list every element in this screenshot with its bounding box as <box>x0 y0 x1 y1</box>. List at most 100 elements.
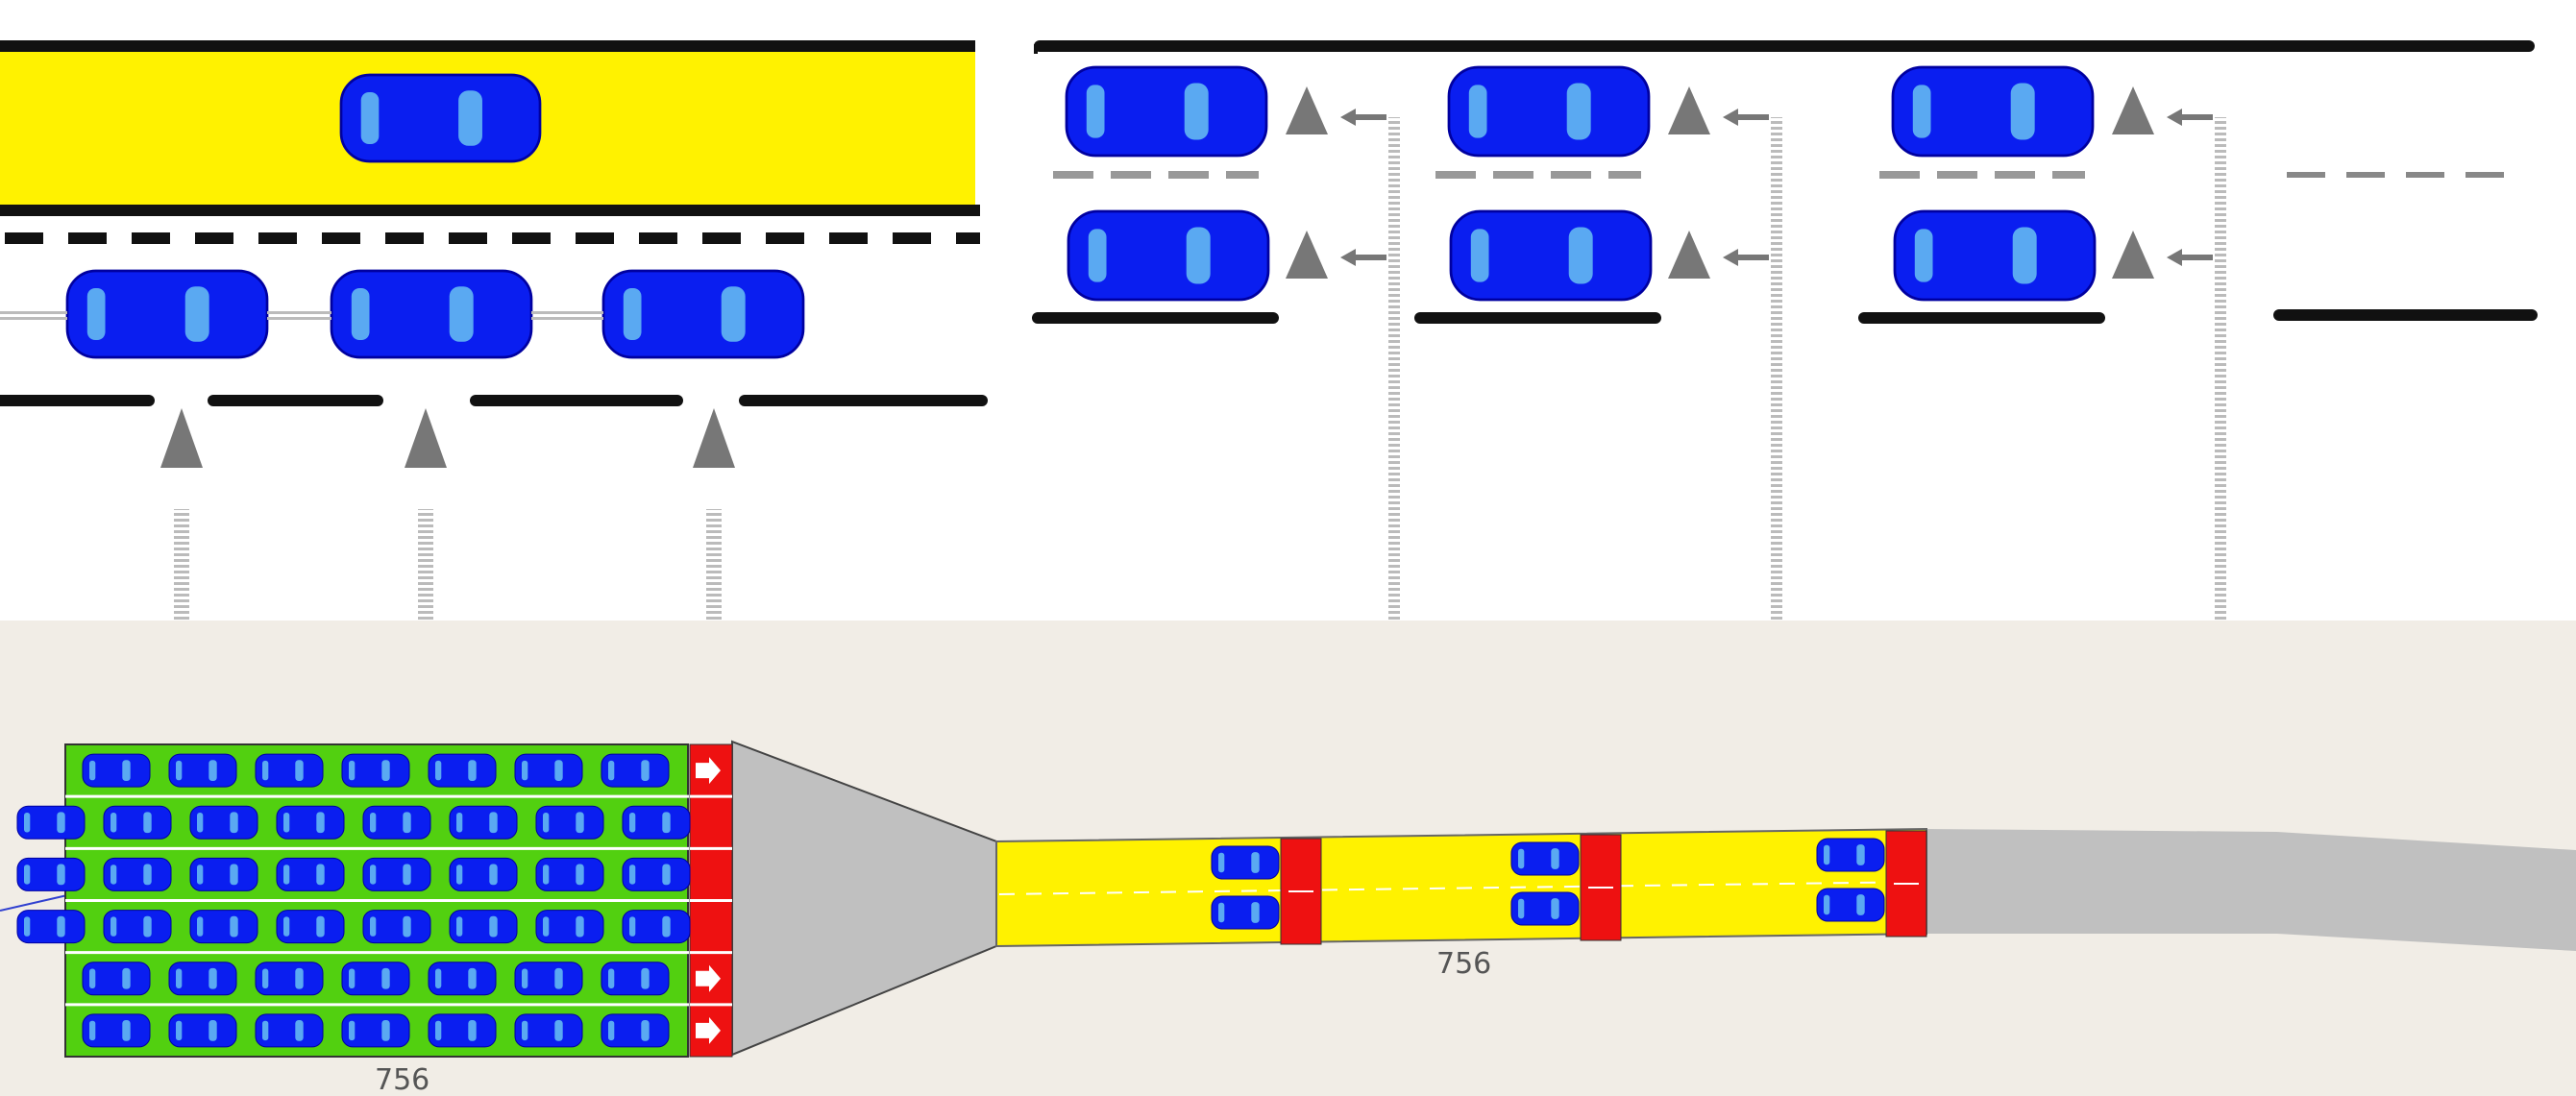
car-icon <box>601 753 670 788</box>
car-icon <box>168 1013 237 1048</box>
car-icon <box>1447 65 1651 158</box>
car-icon <box>1510 841 1580 876</box>
car-icon <box>1211 845 1280 880</box>
up-arrow-icon <box>160 408 203 468</box>
dotted-lane-guide <box>2215 117 2226 621</box>
car-icon <box>16 910 86 944</box>
toll-lane-centerline <box>998 881 1926 895</box>
car-icon <box>622 857 691 891</box>
top-left-lane-arrows <box>160 408 735 621</box>
tollbooth-pair <box>1414 65 1782 621</box>
queue-area <box>16 743 733 1058</box>
car-icon <box>535 857 604 891</box>
car-icon <box>622 805 691 840</box>
car-icon <box>601 962 670 996</box>
dotted-gap <box>531 311 603 321</box>
top-right-booths <box>1032 44 2226 621</box>
car-icon <box>339 73 542 163</box>
left-arrow-icon <box>2167 109 2213 126</box>
entry-link-line <box>0 894 68 912</box>
car-icon <box>65 269 269 359</box>
car-icon <box>189 910 258 944</box>
left-arrow-icon <box>1340 109 1386 126</box>
toll-booth <box>1816 830 1927 938</box>
left-arrow-icon <box>2167 249 2213 266</box>
car-icon <box>16 805 86 840</box>
car-icon <box>1065 65 1268 158</box>
car-icon <box>535 805 604 840</box>
car-icon <box>341 962 410 996</box>
right-arrow-icon <box>696 757 721 785</box>
up-arrow-icon <box>1286 86 1328 134</box>
car-icon <box>16 857 86 891</box>
car-icon <box>1816 888 1885 922</box>
tollbooth-pair <box>1032 65 1400 621</box>
car-icon <box>449 910 518 944</box>
car-icon <box>103 857 172 891</box>
car-icon <box>255 1013 324 1048</box>
car-icon <box>1067 209 1270 302</box>
car-icon <box>341 1013 410 1048</box>
car-icon <box>601 1013 670 1048</box>
toll-booth <box>1211 838 1322 945</box>
car-icon <box>168 962 237 996</box>
top-right-panel <box>1032 40 2538 621</box>
left-arrow-icon <box>1340 249 1386 266</box>
car-icon <box>276 910 345 944</box>
top-left-panel <box>0 40 988 621</box>
dotted-gap <box>0 311 67 321</box>
car-icon <box>103 910 172 944</box>
exit-road <box>1926 829 2576 951</box>
car-icon <box>1211 895 1280 930</box>
dotted-lane-guide <box>418 509 433 621</box>
car-icon <box>428 753 497 788</box>
car-icon <box>189 805 258 840</box>
car-icon <box>255 962 324 996</box>
car-icon <box>276 805 345 840</box>
dotted-lane-guide <box>706 509 722 621</box>
right-arrow-icon <box>696 964 721 992</box>
car-icon <box>514 753 583 788</box>
toll-booth <box>1510 834 1622 941</box>
left-arrow-icon <box>1723 249 1769 266</box>
car-icon <box>1510 891 1580 926</box>
car-icon <box>428 962 497 996</box>
top-left-yellow-car <box>339 73 542 163</box>
car-icon <box>428 1013 497 1048</box>
car-icon <box>82 962 151 996</box>
car-icon <box>362 910 431 944</box>
queue-link-label: 756 <box>375 1063 429 1096</box>
car-icon <box>449 805 518 840</box>
car-icon <box>362 857 431 891</box>
dotted-lane-guide <box>174 509 189 621</box>
up-arrow-icon <box>1668 86 1710 134</box>
map-panel: 756 756 <box>0 621 2576 1096</box>
car-icon <box>1893 209 2097 302</box>
up-arrow-icon <box>1286 231 1328 279</box>
car-icon <box>189 857 258 891</box>
up-arrow-icon <box>693 408 735 468</box>
car-icon <box>514 1013 583 1048</box>
car-icon <box>330 269 533 359</box>
car-icon <box>1816 838 1885 872</box>
up-arrow-icon <box>2112 231 2154 279</box>
dotted-lane-guide <box>1388 117 1400 621</box>
left-arrow-icon <box>1723 109 1769 126</box>
car-icon <box>601 269 805 359</box>
car-icon <box>1891 65 2095 158</box>
car-icon <box>276 857 345 891</box>
car-icon <box>514 962 583 996</box>
mid-link-label: 756 <box>1436 947 1491 981</box>
right-arrow-icon <box>696 1016 721 1044</box>
car-icon <box>622 910 691 944</box>
car-icon <box>255 753 324 788</box>
car-icon <box>362 805 431 840</box>
car-icon <box>168 753 237 788</box>
up-arrow-icon <box>405 408 447 468</box>
dotted-lane-guide <box>1771 117 1782 621</box>
car-icon <box>103 805 172 840</box>
dotted-gap <box>267 311 331 321</box>
tollbooth-pair <box>1858 65 2226 621</box>
car-icon <box>341 753 410 788</box>
